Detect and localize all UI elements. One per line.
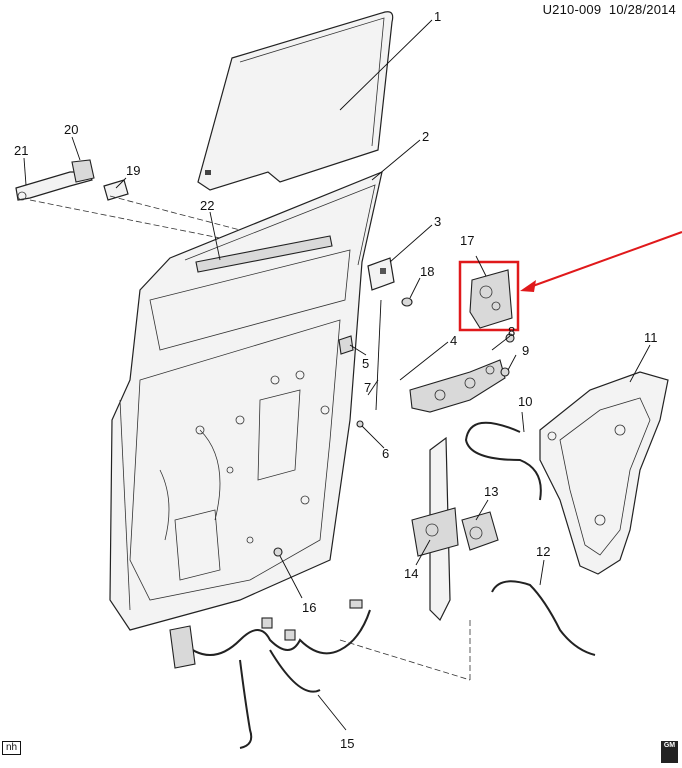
- callout-7: 7: [364, 380, 371, 395]
- leader-lines: [23, 19, 651, 731]
- inside-handle-cable: [464, 421, 542, 501]
- callout-8: 8: [508, 324, 515, 339]
- gm-logo: GM: [661, 741, 678, 763]
- callout-16: 16: [302, 600, 316, 615]
- window-regulator: [411, 436, 459, 622]
- footer-tag: nh: [2, 741, 22, 755]
- callout-17: 17: [460, 233, 474, 248]
- callout-18: 18: [420, 264, 434, 279]
- callout-11: 11: [644, 330, 658, 345]
- callout-2: 2: [422, 129, 429, 144]
- callout-labels: 1 2 3 4 5 6 7 8 9 10 11 12 13 14 15 16 1…: [14, 9, 658, 751]
- wiring-harness: [169, 599, 371, 749]
- diagram-date: 10/28/2014: [608, 2, 676, 17]
- callout-4: 4: [450, 333, 457, 348]
- callout-13: 13: [484, 484, 498, 499]
- diagram-header: U210-009 10/28/2014: [543, 2, 676, 17]
- belt-molding: [195, 235, 333, 273]
- callout-21: 21: [14, 143, 28, 158]
- diagram-id: U210-009: [542, 2, 602, 17]
- callout-3: 3: [434, 214, 441, 229]
- latch-assembly: [409, 359, 506, 413]
- highlight-box: [458, 260, 520, 332]
- bracket: [367, 257, 395, 291]
- lock-actuator: [469, 269, 513, 329]
- callout-6: 6: [382, 446, 389, 461]
- outside-handle-cable: [491, 580, 596, 656]
- highlight-arrow: [520, 231, 682, 292]
- handle-bezel: [71, 159, 95, 183]
- callout-20: 20: [64, 122, 78, 137]
- handle-bracket: [103, 179, 129, 201]
- alignment-lines: [29, 195, 471, 681]
- regulator-panel: [539, 371, 669, 575]
- callout-1: 1: [434, 9, 441, 24]
- clip-and-rod: [338, 299, 382, 428]
- callout-9: 9: [522, 343, 529, 358]
- callout-14: 14: [404, 566, 418, 581]
- harness-clip: [273, 547, 283, 557]
- callout-12: 12: [536, 544, 550, 559]
- callout-10: 10: [518, 394, 532, 409]
- bolt-and-nut: [500, 333, 515, 377]
- outside-handle: [15, 171, 93, 201]
- regulator-motor: [461, 511, 499, 551]
- grommet: [401, 297, 413, 307]
- callout-15: 15: [340, 736, 354, 751]
- callout-22: 22: [200, 198, 214, 213]
- door-inner-panel: [109, 171, 383, 631]
- callout-5: 5: [362, 356, 369, 371]
- window-glass: [197, 11, 394, 191]
- callout-19: 19: [126, 163, 140, 178]
